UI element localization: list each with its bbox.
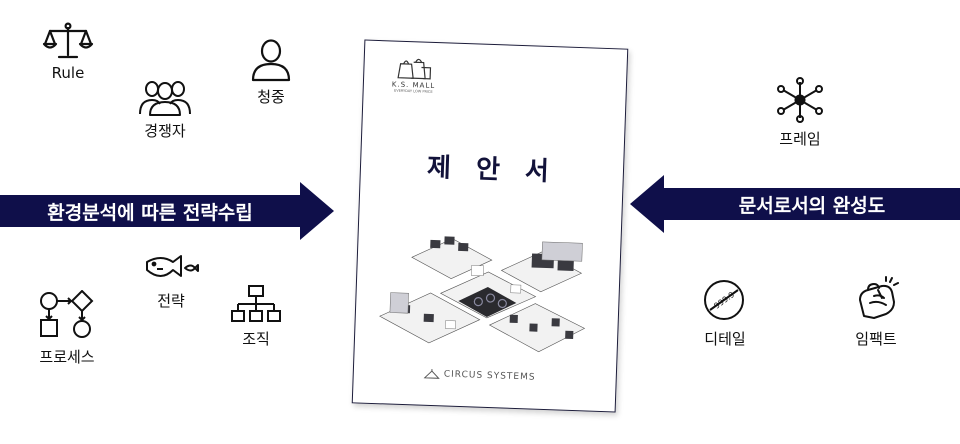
flowchart-icon <box>40 290 94 338</box>
person-icon <box>251 39 291 82</box>
audience-group: 청중 <box>250 38 292 107</box>
frame-label: 프레임 <box>779 130 821 148</box>
organization-label: 조직 <box>242 330 270 348</box>
organization-group: 조직 <box>230 284 282 349</box>
scale-icon <box>42 22 94 59</box>
strategy-arrow: 환경분석에 따른 전략수립 <box>0 182 334 240</box>
proposal-document: K.S. MALL EVERYDAY LOW PRICE 제 안 서 <box>351 39 629 413</box>
fist-icon <box>859 276 899 319</box>
group-people-icon <box>139 81 191 116</box>
network-hub-icon <box>777 77 823 123</box>
completeness-arrow-label: 문서로서의 완성도 <box>738 194 886 217</box>
competitor-group: 경쟁자 <box>138 78 192 141</box>
fish-chase-icon <box>146 255 199 277</box>
document-title: 제 안 서 <box>426 152 558 188</box>
detail-group: 999.9 디테일 <box>702 278 748 349</box>
ks-mall-logo: K.S. MALL EVERYDAY LOW PRICE <box>392 56 437 94</box>
competitor-label: 경쟁자 <box>144 122 186 140</box>
rule-group: Rule <box>42 22 94 82</box>
strategy-arrow-label: 환경분석에 따른 전략수립 <box>47 201 253 224</box>
org-chart-icon <box>231 285 281 322</box>
footer-company: CIRCUS SYSTEMS <box>443 369 536 383</box>
logo-subtitle: EVERYDAY LOW PRICE <box>393 88 433 94</box>
rule-label: Rule <box>51 64 85 82</box>
isometric-illustration <box>379 236 586 353</box>
shopping-bags-icon <box>397 58 431 80</box>
audience-label: 청중 <box>257 88 285 106</box>
magnifier-seal-icon: 999.9 <box>704 280 744 320</box>
strategy-group: 전략 <box>143 252 199 311</box>
process-group: 프로세스 <box>38 290 96 367</box>
frame-group: 프레임 <box>776 76 824 149</box>
circus-tent-icon <box>423 369 440 379</box>
impact-label: 임팩트 <box>855 330 897 348</box>
strategy-label: 전략 <box>157 292 185 310</box>
detail-seal-text: 999.9 <box>712 290 736 311</box>
process-label: 프로세스 <box>39 348 95 366</box>
completeness-arrow: 문서로서의 완성도 <box>630 175 960 233</box>
document-footer: CIRCUS SYSTEMS <box>423 369 536 383</box>
impact-group: 임팩트 <box>852 276 900 349</box>
detail-label: 디테일 <box>704 330 746 348</box>
